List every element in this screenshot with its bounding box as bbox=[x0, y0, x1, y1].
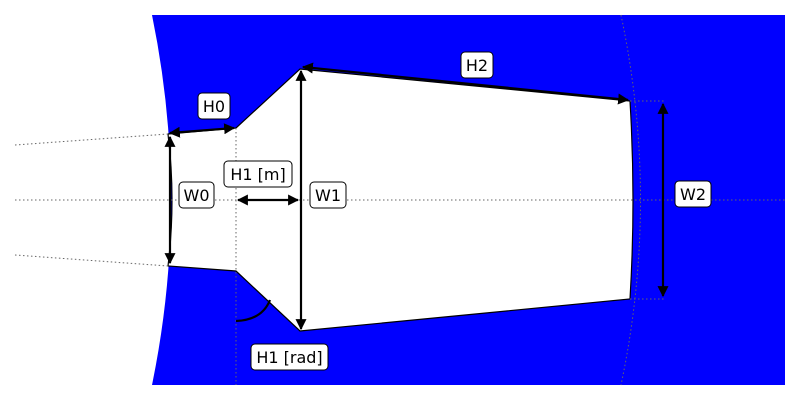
h0-arrow bbox=[168, 123, 236, 138]
top-taper-guide bbox=[14, 133, 169, 146]
h2-arrow bbox=[301, 62, 630, 105]
h0-label-text: H0 bbox=[203, 97, 225, 116]
h1-rad-angle-arc bbox=[235, 299, 272, 323]
w0-label: W0 bbox=[178, 181, 215, 209]
w2-label-text: W2 bbox=[680, 185, 706, 204]
w0-label-text: W0 bbox=[184, 186, 210, 205]
h0-label: H0 bbox=[197, 92, 231, 120]
h2-label-text: H2 bbox=[466, 56, 488, 75]
h1-rad-label: H1 [rad] bbox=[250, 343, 329, 371]
w2-label: W2 bbox=[674, 180, 712, 208]
w1-label-text: W1 bbox=[315, 186, 341, 205]
h1-m-label: H1 [m] bbox=[223, 160, 293, 188]
w1-label: W1 bbox=[309, 181, 347, 209]
h1-m-label-text: H1 [m] bbox=[230, 165, 285, 184]
h2-label: H2 bbox=[460, 51, 494, 79]
bottom-taper-guide bbox=[14, 254, 169, 267]
h1-rad-label-text: H1 [rad] bbox=[256, 348, 322, 367]
